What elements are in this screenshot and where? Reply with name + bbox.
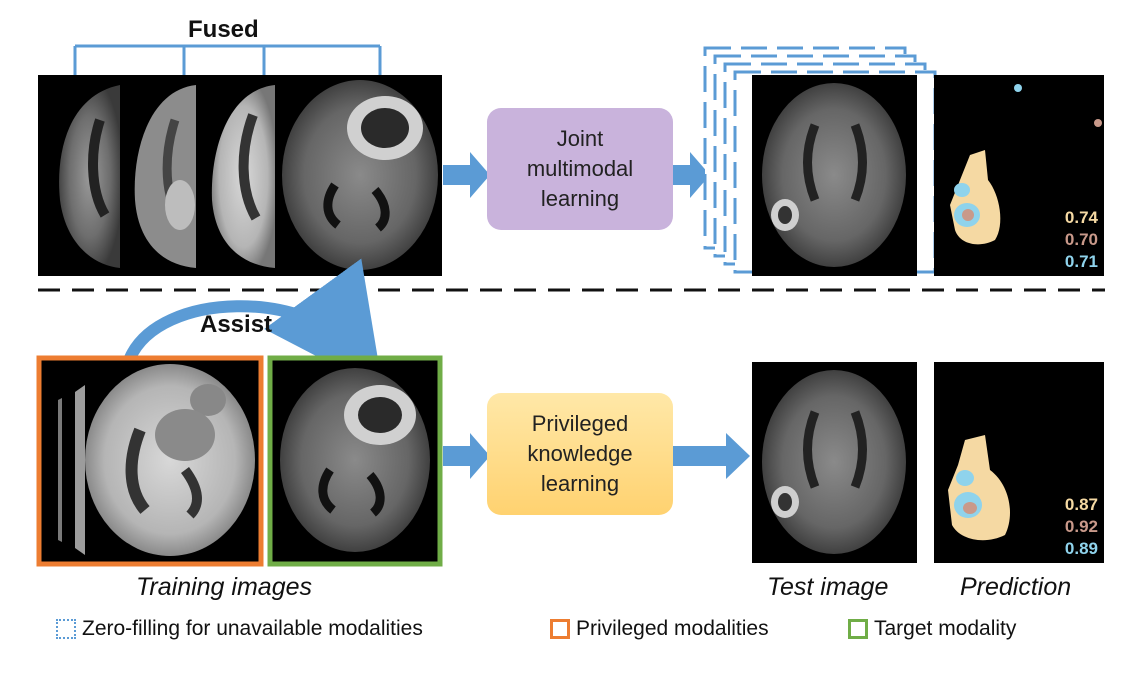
mri-slice-1 bbox=[59, 85, 120, 268]
legend-privileged: Privileged modalities bbox=[550, 617, 769, 641]
test-image-bottom bbox=[752, 362, 917, 563]
legend-label-target: Target modality bbox=[874, 617, 1017, 640]
target-modality-image bbox=[267, 355, 443, 567]
legend-swatch-dotted-blue bbox=[56, 619, 76, 639]
privileged-knowledge-learning-box: Privileged knowledge learning bbox=[487, 393, 673, 515]
score-bottom-1: 0.87 bbox=[1064, 495, 1098, 514]
fused-label: Fused bbox=[188, 16, 259, 43]
scores-top: 0.74 0.70 0.71 bbox=[1050, 207, 1098, 273]
privileged-box-line-2: knowledge bbox=[527, 441, 633, 466]
caption-training-images: Training images bbox=[136, 573, 313, 601]
scores-bottom: 0.87 0.92 0.89 bbox=[1050, 494, 1098, 560]
privileged-modalities-stack bbox=[36, 355, 264, 567]
prediction-map-bottom bbox=[934, 362, 1104, 563]
assist-label: Assist bbox=[200, 311, 273, 338]
test-image-top bbox=[752, 75, 917, 276]
assist-arrow bbox=[124, 258, 384, 391]
privileged-box-line-3: learning bbox=[540, 471, 620, 496]
arrow-from-privileged-learning bbox=[672, 433, 750, 479]
mri-slice-4 bbox=[282, 80, 438, 270]
legend-swatch-green bbox=[848, 619, 868, 639]
arrow-from-joint-learning bbox=[672, 152, 710, 198]
joint-multimodal-learning-box: Joint multimodal learning bbox=[487, 108, 673, 230]
caption-test-image: Test image bbox=[767, 573, 889, 601]
joint-box-line-1: Joint bbox=[556, 126, 604, 151]
legend-label-privileged: Privileged modalities bbox=[576, 617, 769, 640]
legend-swatch-orange bbox=[550, 619, 570, 639]
joint-box-line-2: multimodal bbox=[526, 156, 634, 181]
legend-target: Target modality bbox=[848, 617, 1016, 641]
joint-box-line-3: learning bbox=[540, 186, 620, 211]
score-top-1: 0.74 bbox=[1064, 208, 1098, 227]
legend-label-zero-filling: Zero-filling for unavailable modalities bbox=[82, 617, 423, 640]
prediction-map-top bbox=[934, 75, 1104, 276]
score-bottom-2: 0.92 bbox=[1064, 517, 1098, 536]
mri-slice-3 bbox=[211, 85, 275, 268]
caption-prediction: Prediction bbox=[960, 573, 1072, 601]
arrow-to-privileged-learning bbox=[443, 433, 490, 479]
score-top-2: 0.70 bbox=[1064, 230, 1098, 249]
privileged-box-line-1: Privileged bbox=[531, 411, 629, 436]
fused-modalities-stack bbox=[38, 75, 442, 276]
arrow-to-joint-learning bbox=[443, 152, 490, 198]
fused-bracket bbox=[73, 44, 382, 75]
score-top-3: 0.71 bbox=[1064, 252, 1098, 271]
legend-zero-filling: Zero-filling for unavailable modalities bbox=[56, 617, 423, 641]
score-bottom-3: 0.89 bbox=[1064, 539, 1098, 558]
mri-slice-2 bbox=[134, 85, 196, 268]
